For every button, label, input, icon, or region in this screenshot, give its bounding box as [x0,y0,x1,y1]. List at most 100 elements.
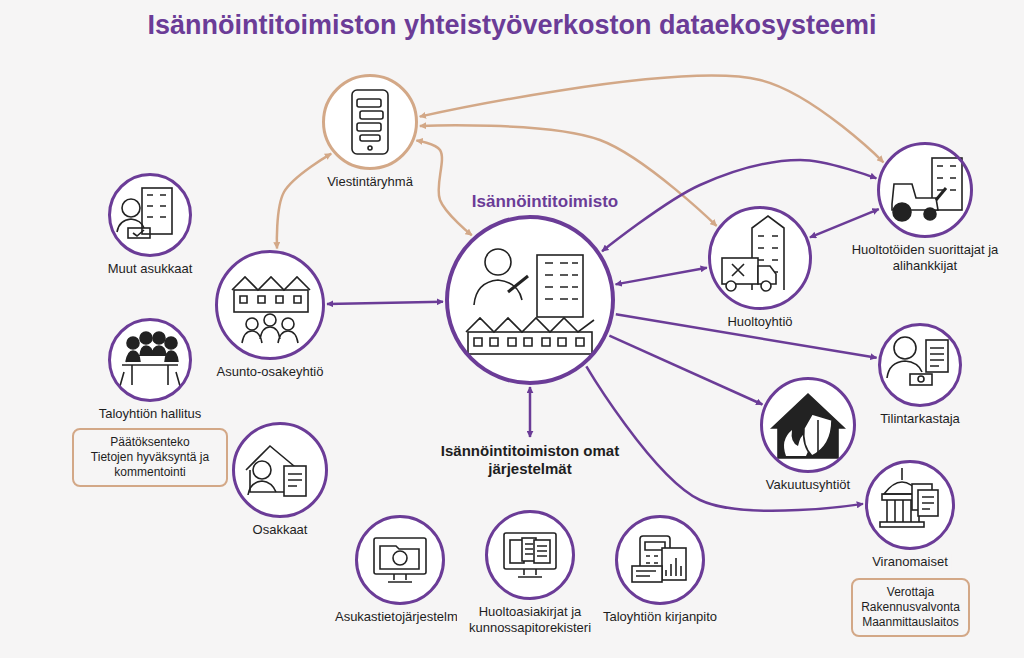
note-text: Rakennusvalvonta [861,600,960,615]
backdrop-discs-part [110,175,190,255]
node-label: Huoltotöiden suorittajat ja alihankkijat [842,242,1008,274]
authority-icon-part [918,490,938,516]
owners-icon-part [248,481,276,495]
note-box: PäätöksentekoTietojen hyväksyntä ja komm… [72,428,228,487]
monitor-icons-part [666,558,681,576]
backdrop-discs-part [880,325,960,405]
circle-outline [615,515,705,605]
connector-arrow [416,141,471,236]
board-icon-part [153,332,165,344]
owners-icon [246,446,306,496]
circle-node: Viranomaiset [865,460,955,550]
monitor-icons-part [380,546,419,569]
node-label: Vakuutusyhtiöt [763,477,853,493]
circle-border [447,217,613,383]
backdrop-discs [110,76,971,603]
maintenance-icon-part [726,281,736,291]
owners-icon-part [288,474,302,486]
authority-icon-part [880,522,924,527]
circle-node: Muut asukkaat [108,173,192,257]
circle-border [217,252,324,359]
residents-icon [117,188,172,238]
auditor-icon [887,337,948,385]
owners-icon-part [284,466,306,496]
node-label: Huoltoyhtiö [724,314,795,330]
circle-border [710,208,811,309]
connector-arrow [420,125,717,226]
authority-icon-part [901,468,903,480]
monitor-icons-part [393,551,407,565]
backdrop-discs-part [324,76,416,168]
backdrop-discs-part [867,462,953,548]
backdrop-discs-part [217,252,323,358]
circle-node: Isännöintitoimisto [445,215,615,385]
residents-icon-part [117,219,144,232]
phone-icon-part [368,146,372,150]
insurance-icon [772,394,844,458]
phone-icon [352,90,388,154]
circle-border [880,325,961,406]
node-label: Asukastietojärjestelmä [332,609,468,625]
backdrop-discs-part [110,320,190,400]
circle-outline [485,510,575,600]
circle-border [879,144,972,237]
connector-arrow [810,209,879,237]
backdrop-discs-part [357,517,443,603]
manager-icon-part [468,332,592,354]
auditor-icon-part [930,348,944,366]
connector-arrow [616,314,877,357]
note-text: Maanmittauslaitos [861,615,960,630]
insurance-icon-part [804,414,832,456]
manager-icon-part [537,255,583,317]
authority-icon-part [922,497,934,509]
connector-arrow [609,336,762,405]
phone-icon-part [360,111,383,119]
insurance-icon-part [772,394,844,458]
connector-arrow [602,160,876,251]
circle-outline [322,74,418,170]
contractors-icon-part [937,166,956,190]
phone-icon-part [352,90,388,154]
board-icon-part [165,337,177,349]
maintenance-icon-part [732,264,744,276]
residents-icon-part [128,228,150,238]
contractors-icon [892,158,962,221]
circle-border [617,517,704,604]
phone-icon-part [357,123,381,131]
manager-icon-part [485,249,511,275]
connector-arrow [327,302,443,304]
circle-node: Taloyhtiön hallitus [108,318,192,402]
board-icon-part [127,337,139,349]
contractors-icon-part [936,188,946,200]
circle-node: Huoltoasiakirjat ja kunnossapitorekister… [485,510,575,600]
node-label: Huoltoasiakirjat ja kunnossapitorekister… [457,604,603,636]
circle-outline [108,173,192,257]
housing-company-icon-part [246,318,258,330]
circle-border [110,320,191,401]
circle-node: Asunto-osakeyhtiö [215,250,325,360]
note-box: VerottajaRakennusvalvontaMaanmittauslait… [851,578,970,637]
maintenance-icon [722,216,784,291]
node-label: Tilintarkastaja [877,411,963,427]
monitor-icons-part [388,574,412,582]
contractors-icon-part [893,203,911,221]
node-label: Asunto-osakeyhtiö [214,364,327,380]
circle-border [487,512,574,599]
housing-company-icon-part [234,290,308,312]
backdrop-discs-part [710,208,810,308]
circle-border [234,424,327,517]
housing-company-icon-part [264,314,276,326]
connector-arrow [420,76,884,163]
circle-node: Osakkaat [232,422,328,518]
circle-outline [215,250,325,360]
housing-company-icon [232,277,310,343]
circle-node: Vakuutusyhtiöt [760,377,856,473]
circle-outline [760,377,856,473]
housing-company-icon-part [242,327,298,343]
manager-icon-part [545,263,578,299]
circle-outline [878,323,962,407]
node-label: Taloyhtiön kirjanpito [600,609,720,625]
phone-icon-part [360,135,380,141]
monitor-icons-part [636,571,656,576]
circle-border [324,76,417,169]
